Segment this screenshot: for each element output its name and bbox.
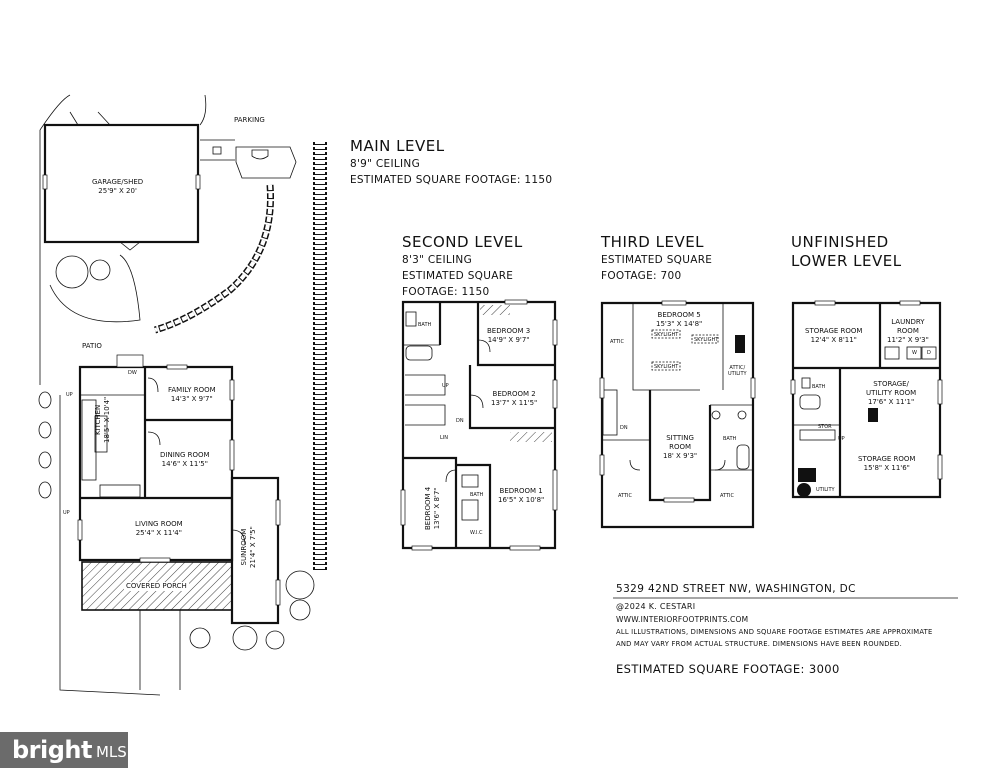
room-2-bath-a: BATH [418,322,432,328]
room-storage-1: STORAGE ROOM 12'4" X 8'11" [805,327,863,344]
second-level-sqft-1: ESTIMATED SQUARE [402,270,514,282]
third-level-plan [599,300,756,529]
watermark-brand: bright [12,736,92,764]
room-parking: PARKING [234,116,265,124]
third-level-sqft-2: FOOTAGE: 700 [601,270,682,282]
main-up-label-2: UP [63,510,70,516]
third-level-sqft-1: ESTIMATED SQUARE [601,254,713,266]
room-linen: LIN [440,435,449,441]
main-level-ceiling: 8'9" CEILING [350,158,421,170]
second-level-plan [400,299,558,551]
third-skylight-3: SKYLIGHT [694,337,719,343]
third-attic-3: ATTIC [720,493,735,499]
disclaimer-line-1: ALL ILLUSTRATIONS, DIMENSIONS AND SQUARE… [616,628,933,636]
third-bath: BATH [723,436,737,442]
room-living: LIVING ROOM 25'4" X 11'4" [135,520,183,537]
main-level-heading: MAIN LEVEL 8'9" CEILING ESTIMATED SQUARE… [350,137,552,188]
lower-up-label: UP [838,436,845,442]
lower-utility: UTILITY [816,487,835,493]
lower-stor: STOR [818,424,832,430]
room-bedroom-4: BEDROOM 4 13'6" X 8'7" [424,486,441,530]
total-sqft: ESTIMATED SQUARE FOOTAGE: 3000 [616,662,840,676]
room-bedroom-3: BEDROOM 3 14'9" X 9'7" [487,327,531,344]
third-level-heading: THIRD LEVEL ESTIMATED SQUARE FOOTAGE: 70… [601,233,712,284]
lower-level-heading: UNFINISHED LOWER LEVEL [791,233,902,271]
copyright-line: @2024 K. CESTARI [616,602,696,611]
room-2-bath-b: BATH [470,492,484,498]
main-level-title: MAIN LEVEL [350,137,445,155]
website-line: WWW.INTERIORFOOTPRINTS.COM [616,615,749,624]
watermark-suffix: MLS [95,743,127,761]
second-level-heading: SECOND LEVEL 8'3" CEILING ESTIMATED SQUA… [402,233,523,300]
lower-washer: W [912,350,917,356]
lower-dryer: D [927,350,931,356]
room-storage-2: STORAGE ROOM 15'8" X 11'6" [858,455,916,472]
second-level-sqft-2: FOOTAGE: 1150 [402,286,490,298]
room-wic: W.I.C [470,530,483,536]
main-up-label: UP [66,392,73,398]
room-storage-utility: STORAGE/ UTILITY ROOM 17'6" X 11'1" [866,380,917,406]
room-family: FAMILY ROOM 14'3" X 9'7" [168,386,216,403]
room-bedroom-1: BEDROOM 1 16'5" X 10'8" [498,487,545,504]
third-skylight-1: SKYLIGHT [654,332,679,338]
room-dining: DINING ROOM 14'6" X 11'5" [160,451,210,468]
third-attic-utility: ATTIC/ UTILITY [728,365,747,377]
room-patio: PATIO [82,342,102,350]
room-sunroom: SUNROOM 21'4" X 7'5" [240,526,257,568]
lower-level-title-1: UNFINISHED [791,233,889,251]
brightmls-watermark: bright MLS [0,732,128,768]
room-sitting: SITTING ROOM 18' X 9'3" [663,434,698,460]
third-dn-label: DN [620,425,628,431]
room-garage: GARAGE/SHED 25'9" X 20' [92,178,144,195]
disclaimer-line-2: AND MAY VARY FROM ACTUAL STRUCTURE. DIME… [616,640,902,648]
lower-level-plan [790,300,943,499]
main-dw-label: DW [128,370,137,376]
room-kitchen: KITCHEN 18'5" X 10'4" [94,396,111,443]
room-bedroom-2: BEDROOM 2 13'7" X 11'5" [491,390,538,407]
property-address: 5329 42ND STREET NW, WASHINGTON, DC [616,583,856,595]
third-level-title: THIRD LEVEL [601,233,705,251]
third-attic-2: ATTIC [618,493,633,499]
room-bedroom-5: BEDROOM 5 15'3" X 14'8" [656,311,703,328]
room-porch: COVERED PORCH [124,582,189,591]
second-level-ceiling: 8'3" CEILING [402,254,473,266]
room-laundry: LAUNDRY ROOM 11'2" X 9'3" [887,318,929,344]
lower-level-title-2: LOWER LEVEL [791,252,902,270]
second-dn-label: DN [456,418,464,424]
third-attic-1: ATTIC [610,339,625,345]
second-level-title: SECOND LEVEL [402,233,523,251]
third-skylight-2: SKYLIGHT [654,364,679,370]
second-up-label: UP [442,383,449,389]
main-level-sqft: ESTIMATED SQUARE FOOTAGE: 1150 [350,174,553,186]
lower-bath: BATH [812,384,826,390]
